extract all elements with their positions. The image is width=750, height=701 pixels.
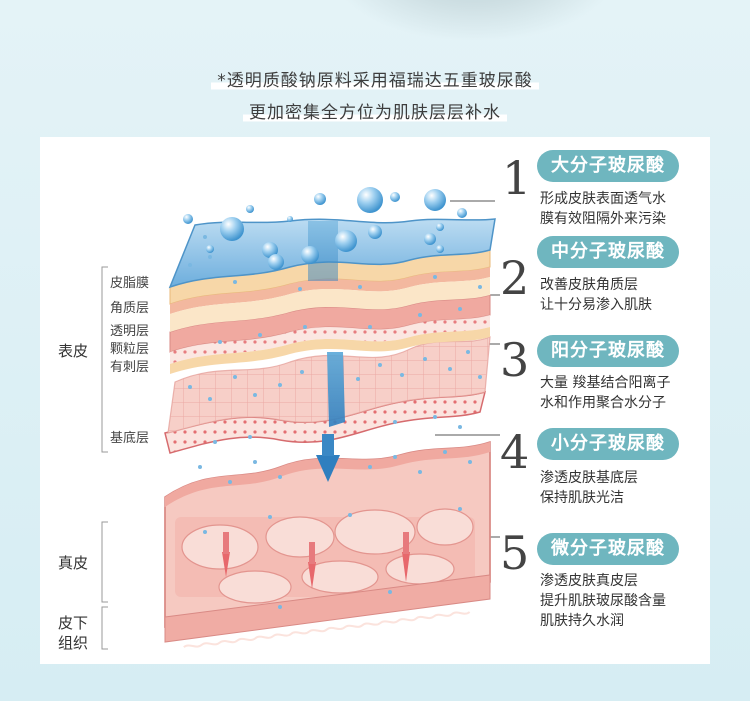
level-title-4: 小分子玻尿酸 (537, 428, 679, 460)
level-desc-3: 大量 羧基结合阳离子水和作用聚合水分子 (540, 375, 671, 411)
dermis-bracket (101, 521, 108, 603)
small-molecules (188, 235, 482, 609)
epidermis-bracket (101, 266, 108, 453)
level-title-1: 大分子玻尿酸 (537, 150, 679, 182)
label-dermis: 真皮 (58, 554, 89, 572)
caption-line-2: 更加密集全方位为肌肤层层补水 (0, 98, 750, 123)
level-title-3: 阳分子玻尿酸 (537, 335, 679, 367)
subcutaneous-bracket (101, 606, 108, 650)
label-subcutaneous-2: 组织 (58, 634, 89, 652)
caption-line-1: *透明质酸钠原料采用福瑞达五重玻尿酸 (0, 66, 750, 91)
level-desc-5: 渗透皮肤真皮层提升肌肤玻尿酸含量肌肤持久水润 (540, 573, 666, 629)
label-sebum-film: 皮脂膜 (110, 276, 150, 291)
large-molecules (183, 187, 467, 270)
level-number-5: 5 (500, 526, 530, 580)
level-number-1: 1 (502, 151, 532, 205)
penetration-beam (308, 221, 345, 482)
label-stratum-lucidum: 透明层 (110, 324, 150, 339)
level-title-5: 微分子玻尿酸 (537, 533, 679, 565)
label-subcutaneous-1: 皮下 (58, 614, 89, 632)
label-epidermis: 表皮 (58, 342, 89, 360)
level-number-3: 3 (500, 333, 530, 387)
level-desc-4: 渗透皮肤基底层保持肌肤光洁 (540, 470, 638, 506)
level-desc-1: 形成皮肤表面透气水膜有效阻隔外来污染 (540, 191, 666, 227)
skin-layers-illustration (101, 187, 500, 650)
level-number-4: 4 (500, 425, 530, 479)
decorative-top-blob (330, 0, 620, 40)
label-stratum-corneum: 角质层 (110, 301, 150, 316)
level-number-2: 2 (500, 251, 530, 305)
diagram-panel: 表皮 真皮 皮下 组织 皮脂膜 角质层 透明层 颗粒层 有刺层 基底层 1 2 … (40, 137, 710, 664)
label-stratum-basale: 基底层 (110, 431, 150, 446)
label-stratum-granulosum: 颗粒层 (110, 342, 150, 357)
level-desc-2: 改善皮肤角质层让十分易渗入肌肤 (540, 277, 652, 313)
dermis-block (164, 440, 491, 648)
level-title-2: 中分子玻尿酸 (537, 236, 679, 268)
label-stratum-spinosum: 有刺层 (110, 360, 150, 375)
